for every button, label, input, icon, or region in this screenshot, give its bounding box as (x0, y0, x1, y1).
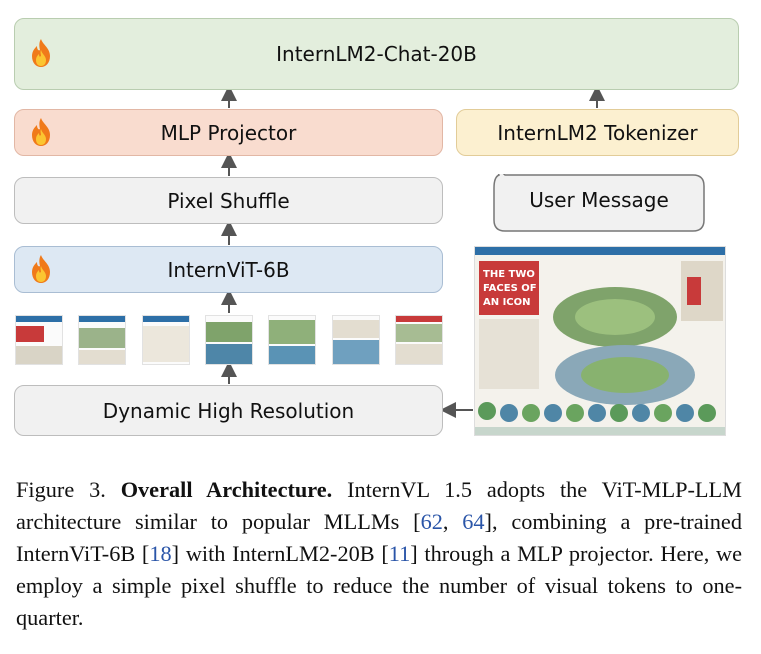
image-tile (78, 315, 126, 365)
image-tile (395, 315, 443, 365)
caption-bold-title: Overall Architecture. (120, 477, 333, 502)
user-message-label: User Message (529, 188, 669, 212)
caption-separator: , (442, 509, 463, 534)
poster-title-line-3: AN ICON (483, 297, 531, 308)
image-tile (142, 315, 190, 365)
dynamic-label: Dynamic High Resolution (102, 398, 355, 423)
poster-title-line-2: FACES OF (483, 283, 537, 294)
fire-icon (32, 39, 50, 67)
figure-caption: Figure 3. Overall Architecture. InternVL… (16, 474, 742, 634)
citation-link[interactable]: 62 (420, 509, 443, 534)
vit-label: InternViT-6B (167, 257, 290, 282)
mlp-projector-block: MLP Projector (14, 109, 443, 156)
pixel-shuffle-label: Pixel Shuffle (167, 188, 290, 213)
fire-icon (32, 255, 50, 283)
fire-icon (32, 118, 50, 146)
poster-title-line-1: THE TWO (483, 269, 535, 280)
caption-text-2: ], combining a pre-trained InternViT-6B … (16, 509, 742, 566)
image-tile (268, 315, 316, 365)
citation-link[interactable]: 18 (149, 541, 172, 566)
image-tile (332, 315, 380, 365)
image-tile (15, 315, 63, 365)
user-message-bubble: User Message (493, 174, 705, 232)
caption-text-3: ] with InternLM2-20B [ (171, 541, 389, 566)
caption-text-4: ] through a MLP projector. Here, we empl… (16, 541, 743, 630)
caption-text-1: InternVL 1.5 adopts the ViT-MLP-LLM arch… (16, 477, 742, 534)
pixel-shuffle-block: Pixel Shuffle (14, 177, 443, 224)
caption-prefix: Figure 3. (16, 477, 106, 502)
mlp-label: MLP Projector (160, 120, 297, 145)
image-tile (205, 315, 253, 365)
dynamic-resolution-block: Dynamic High Resolution (14, 385, 443, 436)
llm-label: InternLM2-Chat-20B (276, 42, 477, 66)
tokenizer-block: InternLM2 Tokenizer (456, 109, 739, 156)
citation-link[interactable]: 11 (388, 541, 411, 566)
input-poster-image: THE TWO FACES OF AN ICON (474, 246, 726, 436)
tokenizer-label: InternLM2 Tokenizer (497, 120, 698, 145)
citation-link[interactable]: 64 (462, 509, 485, 534)
llm-block: InternLM2-Chat-20B (14, 18, 739, 90)
vit-block: InternViT-6B (14, 246, 443, 293)
